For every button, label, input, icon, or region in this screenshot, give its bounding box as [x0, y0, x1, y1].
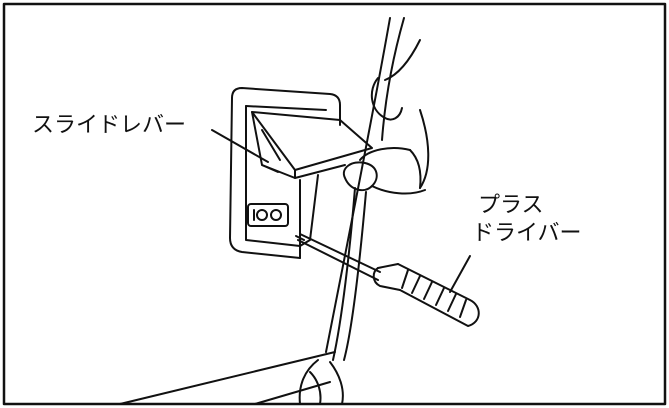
screwdriver-label: プラス ドライバー — [472, 192, 582, 248]
slide-lever-label: スライドレバー — [32, 113, 187, 138]
screwdriver-label-line1: プラス — [478, 193, 544, 218]
slide-lever — [251, 111, 373, 179]
lever-recess — [229, 87, 341, 259]
leader-line-screwdriver — [449, 255, 471, 293]
connector-socket — [247, 203, 289, 227]
leader-line-slide-lever — [211, 129, 269, 163]
screwdriver — [295, 233, 480, 327]
screwdriver-label-line2: ドライバー — [472, 221, 582, 246]
device-body — [119, 17, 405, 405]
hand — [342, 39, 430, 195]
